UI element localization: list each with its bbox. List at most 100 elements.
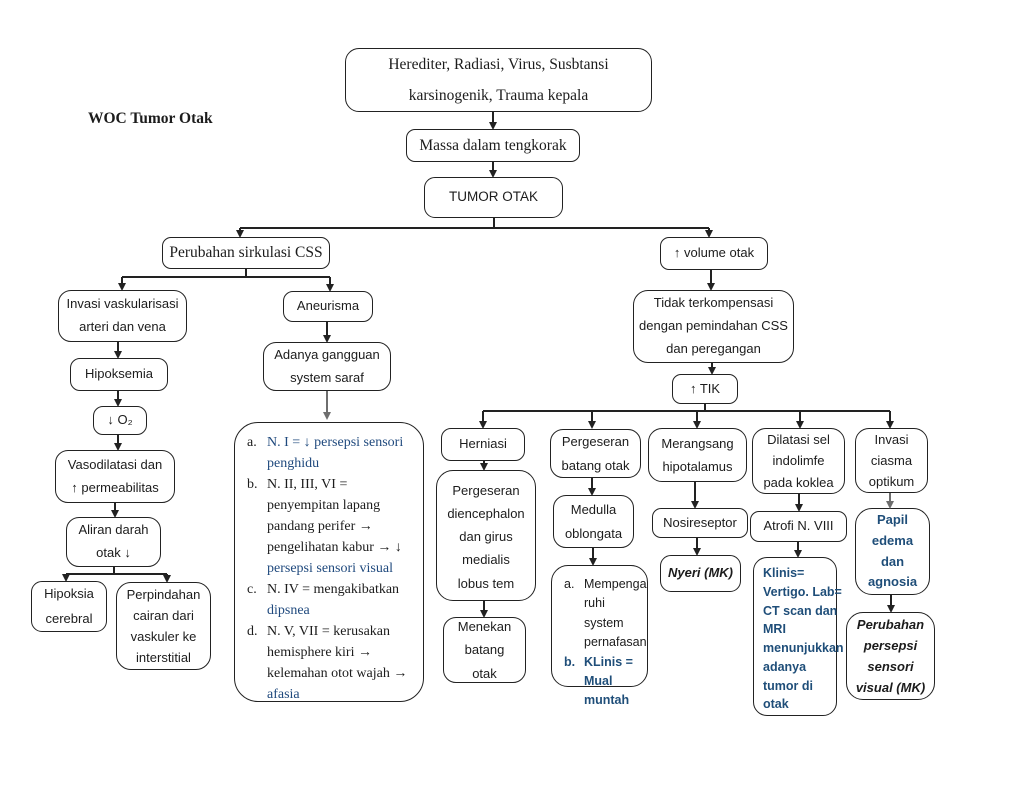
list-item-text: N. IV = mengakibatkan dipsnea [267, 579, 417, 621]
list-item-text: N. V, VII = kerusakan hemisphere kiri → … [267, 621, 417, 705]
node-adanya-gangguan: Adanya gangguan system saraf [263, 342, 391, 391]
arrowhead-down-icon [707, 367, 716, 375]
list-item: b. N. II, III, VI = penyempitan lapang pa… [247, 474, 417, 579]
arrowhead-down-icon [885, 421, 894, 429]
node-perubahan-persepsi-visual-mk: Perubahan persepsi sensori visual (MK) [846, 612, 935, 700]
connector-line [113, 567, 115, 574]
connector-line [483, 410, 890, 412]
connector-line [117, 391, 119, 399]
arrowhead-down-icon [793, 550, 802, 558]
node-pergeseran-batang-otak: Pergeseran batang otak [550, 429, 641, 478]
node-nyeri-mk: Nyeri (MK) [660, 555, 741, 592]
arrowhead-down-icon [587, 488, 596, 496]
connector-line [483, 461, 485, 463]
node-merangsang-hipotalamus: Merangsang hipotalamus [648, 428, 747, 482]
list-item-text: N. I = ↓ persepsi sensori penghidu [267, 432, 417, 474]
node-perubahan-sirkulasi-css: Perubahan sirkulasi CSS [162, 237, 330, 269]
connector-line [117, 342, 119, 351]
diagram-title: WOC Tumor Otak [88, 110, 213, 127]
list-item: a. Mempenga ruhi system pernafasan [564, 575, 647, 653]
connector-line [482, 411, 484, 421]
list-item: d. N. V, VII = kerusakan hemisphere kiri … [247, 621, 417, 705]
list-item: a. N. I = ↓ persepsi sensori penghidu [247, 432, 417, 474]
node-hipoksia-cerebral: Hipoksia cerebral [31, 581, 107, 632]
list-item: b. KLinis = Mual muntah [564, 653, 641, 711]
text-segment: dipsnea [267, 603, 310, 618]
connector-line [704, 404, 706, 411]
list-marker: b. [247, 477, 258, 492]
node-pernafasan-klinis-list: a. Mempenga ruhi system pernafasan b. KLini… [551, 565, 648, 707]
arrowhead-down-icon [692, 421, 701, 429]
text-segment: N. II, III, VI = penyempitan lapang pand… [267, 477, 402, 555]
node-tidak-terkompensasi: Tidak terkompensasi dengan pemindahan CS… [633, 290, 794, 363]
arrowhead-down-icon [886, 605, 895, 613]
arrowhead-down-icon [704, 230, 713, 238]
arrowhead-down-icon [117, 283, 126, 291]
node-invasi-ciasma-optikum: Invasi ciasma optikum [855, 428, 928, 493]
arrowhead-down-icon [488, 170, 497, 178]
node-papil-edema: Papil edema dan agnosia [855, 508, 930, 595]
connector-line [696, 411, 698, 421]
arrowhead-down-icon [162, 575, 171, 583]
connector-line [889, 493, 891, 501]
arrowhead-down-icon [61, 574, 70, 582]
text-segment: N. V, VII = kerusakan hemisphere kiri → … [267, 624, 408, 681]
node-medulla-oblongata: Medulla oblongata [553, 495, 634, 548]
connector-line [711, 363, 713, 368]
node-pergeseran-diencephalon: Pergeseran diencephalon dan girus medial… [436, 470, 536, 601]
node-massa-dalam-tengkorak: Massa dalam tengkorak [406, 129, 580, 162]
connector-line [329, 277, 331, 285]
text-segment: N. IV = mengakibatkan [267, 582, 400, 597]
node-tumor-otak: TUMOR OTAK [424, 177, 563, 218]
connector-line [122, 276, 330, 278]
connector-line [694, 482, 696, 501]
arrowhead-down-icon [110, 510, 119, 518]
node-vasodilatasi: Vasodilatasi dan ↑ permeabilitas [55, 450, 175, 503]
connector-line [708, 228, 710, 231]
arrowhead-down-icon [479, 610, 488, 618]
node-tik-naik: ↑ TIK [672, 374, 738, 404]
list-marker: d. [247, 624, 258, 639]
arrowhead-down-icon [794, 504, 803, 512]
node-aneurisma: Aneurisma [283, 291, 373, 322]
arrowhead-down-icon [587, 421, 596, 429]
list-marker: a. [247, 435, 257, 450]
connector-line [592, 548, 594, 558]
connector-line [797, 542, 799, 550]
connector-line [114, 503, 116, 510]
connector-line [710, 270, 712, 283]
arrowhead-down-icon [479, 463, 488, 471]
text-segment: N. I = ↓ persepsi sensori penghidu [267, 435, 404, 471]
arrowhead-down-icon [113, 399, 122, 407]
connector-line [696, 538, 698, 548]
node-invasi-vaskularisasi: Invasi vaskularisasi arteri dan vena [58, 290, 187, 342]
connector-line [245, 269, 247, 277]
connector-line [493, 218, 495, 228]
arrowhead-down-icon [488, 122, 497, 130]
connector-line [591, 411, 593, 421]
list-marker: b. [564, 654, 576, 669]
node-volume-otak: ↑ volume otak [660, 237, 768, 270]
list-item: c.N. IV = mengakibatkan dipsnea [247, 579, 417, 621]
node-atrofi-n-viii: Atrofi N. VIII [750, 511, 847, 542]
list-marker: a. [564, 577, 575, 591]
arrowhead-down-icon [322, 335, 331, 343]
connector-line [239, 228, 241, 231]
connector-line [799, 411, 801, 421]
arrowhead-down-icon [322, 412, 331, 420]
node-o2-turun: ↓ O₂ [93, 406, 147, 435]
connector-line [66, 573, 167, 575]
connector-line [326, 322, 328, 335]
node-herediter: Herediter, Radiasi, Virus, Susbtansi kar… [345, 48, 652, 112]
arrowhead-down-icon [706, 283, 715, 291]
connector-line [492, 112, 494, 123]
arrowhead-down-icon [113, 351, 122, 359]
text-segment: KLinis = Mual muntah [584, 654, 633, 708]
arrowhead-down-icon [795, 421, 804, 429]
node-klinis-vertigo-lab: Klinis= Vertigo. Lab= CT scan dan MRI me… [753, 557, 844, 716]
arrowhead-down-icon [690, 501, 699, 509]
node-perpindahan-cairan: Perpindahan cairan dari vaskuler ke inte… [116, 582, 211, 670]
arrowhead-down-icon [692, 548, 701, 556]
connector-line [240, 227, 709, 229]
list-item-text: Mempenga ruhi system pernafasan [584, 575, 647, 653]
